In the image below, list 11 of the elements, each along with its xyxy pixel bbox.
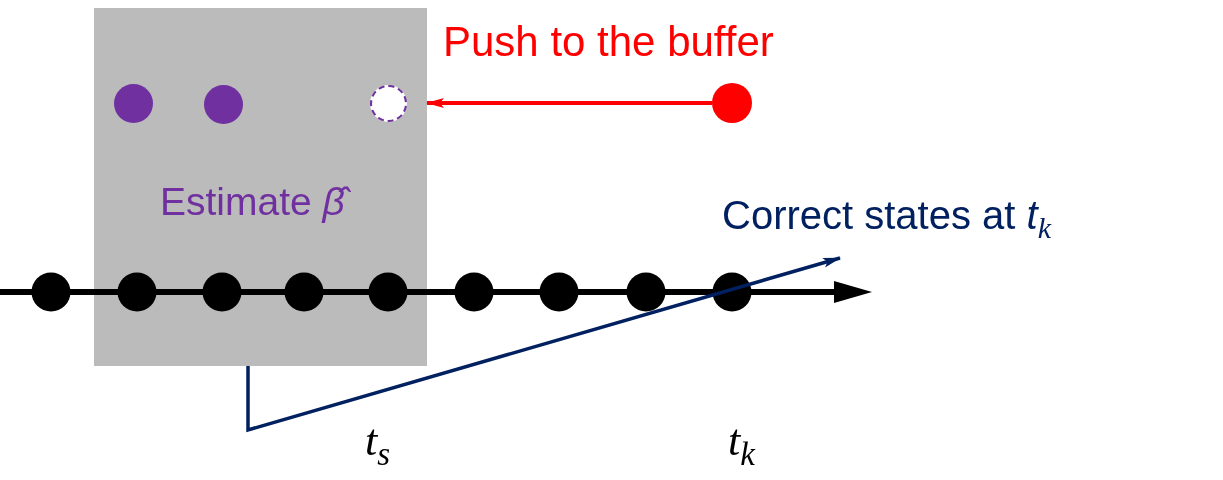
annotation-label: Correct states at t$_{k}$ xyxy=(722,192,1051,258)
empty-slot-circle xyxy=(369,84,407,122)
push-arrow xyxy=(426,98,712,108)
state-dot xyxy=(114,84,153,123)
state-dot xyxy=(204,85,243,124)
time-label: t$_{k}$ xyxy=(728,416,755,467)
new-state-dot xyxy=(712,83,752,123)
time-label: t$_{s}$ xyxy=(365,416,391,467)
correction-arrow xyxy=(246,256,841,433)
estimation-window xyxy=(94,8,427,366)
estimate-label: Estimate β̂ xyxy=(158,173,353,232)
